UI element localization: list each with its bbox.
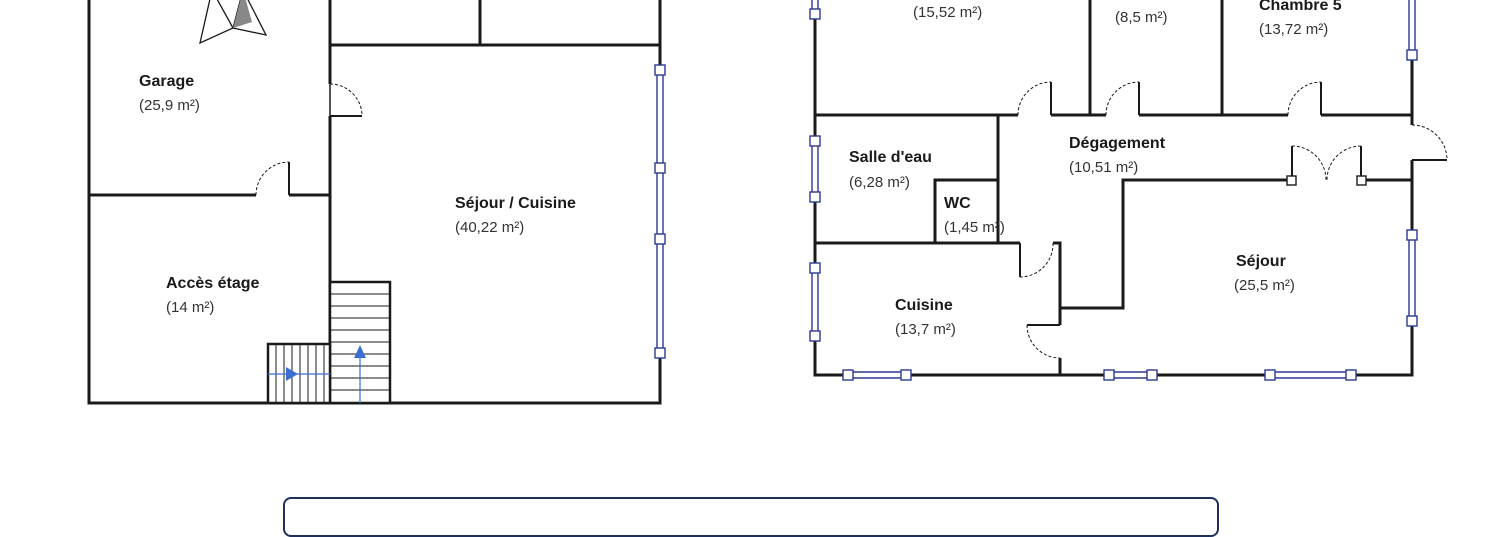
room-area-degagement: (10,51 m²) <box>1069 159 1138 176</box>
room-area-sejour: (25,5 m²) <box>1234 277 1295 294</box>
floor-plan-drawing: Garage (25,9 m²) Accès étage (14 m²) Séj… <box>87 0 1448 405</box>
door-chambre-middle <box>1105 81 1140 118</box>
window-sejour-right <box>1406 229 1418 327</box>
window-sejour-cuisine <box>654 64 666 359</box>
door-garage-acces <box>255 161 290 198</box>
door-chambre-left <box>1017 81 1052 118</box>
bottom-panel <box>283 497 1219 537</box>
stair-right-arrow-icon <box>286 367 298 381</box>
left-plan <box>87 0 666 405</box>
room-area-chambre-5: (13,72 m²) <box>1259 21 1328 38</box>
room-area-garage: (25,9 m²) <box>139 97 200 114</box>
room-name-degagement: Dégagement <box>1069 135 1166 152</box>
wall-sejour-outline <box>1058 178 1414 310</box>
room-name-sejour: Séjour <box>1236 253 1286 270</box>
window-salle-eau <box>809 135 821 203</box>
room-area-chambre-left: (15,52 m²) <box>913 4 982 21</box>
stair-up-arrow-icon <box>354 345 366 358</box>
window-chambre-5 <box>1406 0 1418 61</box>
room-name-salle-d-eau: Salle d'eau <box>849 149 932 166</box>
window-cuisine-bottom <box>842 369 912 381</box>
room-area-wc: (1,45 m²) <box>944 219 1005 236</box>
room-area-cuisine: (13,7 m²) <box>895 321 956 338</box>
room-name-sejour-cuisine: Séjour / Cuisine <box>455 195 576 212</box>
room-area-salle-d-eau: (6,28 m²) <box>849 174 910 191</box>
right-plan <box>809 0 1448 381</box>
room-name-wc: WC <box>944 195 971 212</box>
door-chambre-5 <box>1287 81 1322 118</box>
room-area-acces-etage: (14 m²) <box>166 299 214 316</box>
room-labels: Garage (25,9 m²) Accès étage (14 m²) Séj… <box>139 0 1342 338</box>
door-garage-sejour <box>327 83 363 117</box>
room-area-sejour-cuisine: (40,22 m²) <box>455 219 524 236</box>
north-arrow-icon <box>199 0 268 45</box>
window-sejour-bottom-1 <box>1103 369 1158 381</box>
room-name-garage: Garage <box>139 73 194 90</box>
room-name-chambre-5: Chambre 5 <box>1259 0 1342 14</box>
staircase-landing <box>266 342 332 405</box>
door-cuisine <box>1026 324 1063 359</box>
door-double-sejour <box>1286 145 1367 186</box>
room-name-cuisine: Cuisine <box>895 297 953 314</box>
room-area-chambre-middle: (8,5 m²) <box>1115 9 1168 26</box>
window-cuisine-left <box>809 262 821 342</box>
window-left-top <box>809 0 821 20</box>
room-name-acces-etage: Accès étage <box>166 275 259 292</box>
staircase-main <box>328 280 392 405</box>
window-sejour-bottom-2 <box>1264 369 1357 381</box>
floor-plan: Garage (25,9 m²) Accès étage (14 m²) Séj… <box>87 0 1448 537</box>
door-exterior-right <box>1409 124 1448 161</box>
door-wc <box>1019 240 1054 278</box>
